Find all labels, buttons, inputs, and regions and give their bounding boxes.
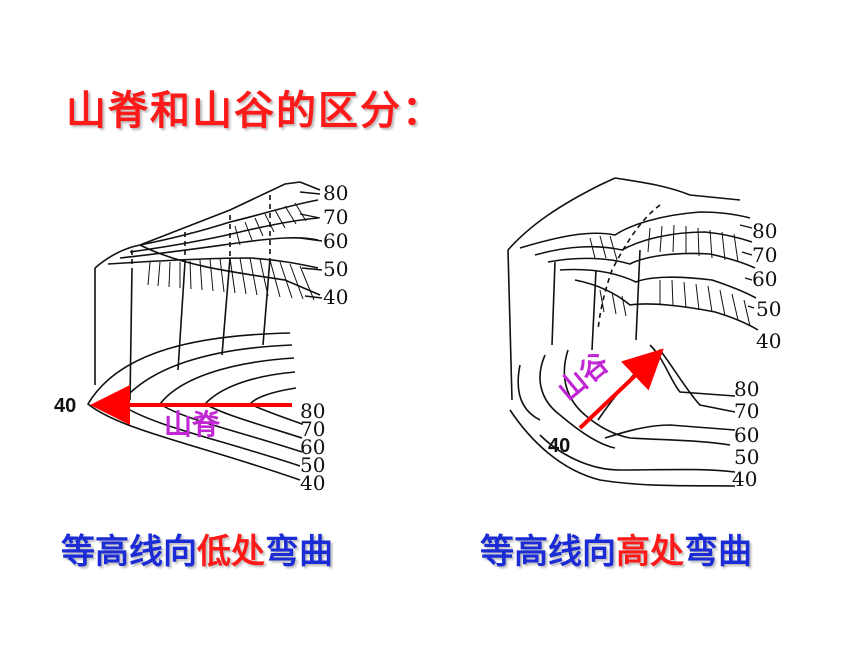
ridge-marker-40: 40 <box>54 395 76 417</box>
ridge-map-level-50: 50 <box>300 453 325 477</box>
valley-term: 山谷 <box>551 345 616 407</box>
ridge-caption: 等高线向低处弯曲 <box>61 524 333 573</box>
ridge-map-level-70: 70 <box>300 417 325 441</box>
ridge-block-top-edge <box>94 181 301 269</box>
valley-marker-40: 40 <box>548 435 570 457</box>
valley-top-level-40: 40 <box>756 329 781 353</box>
ridge-diagram <box>86 181 321 481</box>
ridge-map-level-60: 60 <box>300 435 325 459</box>
page-title: 山脊和山谷的区分： <box>66 88 444 134</box>
ridge-caption-pre: 等高线向 <box>61 532 197 572</box>
ridge-top-level-70: 70 <box>323 205 348 229</box>
ridge-caption-post: 弯曲 <box>265 532 333 572</box>
valley-caption-post: 弯曲 <box>684 532 752 572</box>
valley-map-level-70: 70 <box>734 399 759 423</box>
valley-caption-highlight: 高处 <box>616 532 684 572</box>
valley-top-level-80: 80 <box>752 219 777 243</box>
valley-diagram <box>507 177 759 487</box>
ridge-map-level-40: 40 <box>300 471 325 495</box>
ridge-top-level-40: 40 <box>323 285 348 309</box>
ridge-top-level-80: 80 <box>323 181 348 205</box>
valley-top-level-50: 50 <box>756 297 781 321</box>
ridge-term: 山脊 <box>164 408 221 441</box>
valley-top-level-70: 70 <box>752 243 777 267</box>
valley-map-level-40: 40 <box>732 467 757 491</box>
valley-caption-pre: 等高线向 <box>480 532 616 572</box>
valley-caption: 等高线向高处弯曲 <box>480 524 752 573</box>
valley-map-level-50: 50 <box>734 445 759 469</box>
valley-map-level-80: 80 <box>734 377 759 401</box>
ridge-top-level-50: 50 <box>323 257 348 281</box>
ridge-front-slope <box>139 244 321 296</box>
valley-arrow <box>578 348 664 430</box>
ridge-top-level-60: 60 <box>323 229 348 253</box>
valley-top-level-60: 60 <box>752 267 777 291</box>
ridge-map-level-80: 80 <box>300 399 325 423</box>
valley-map-level-60: 60 <box>734 423 759 447</box>
ridge-caption-highlight: 低处 <box>197 532 265 572</box>
